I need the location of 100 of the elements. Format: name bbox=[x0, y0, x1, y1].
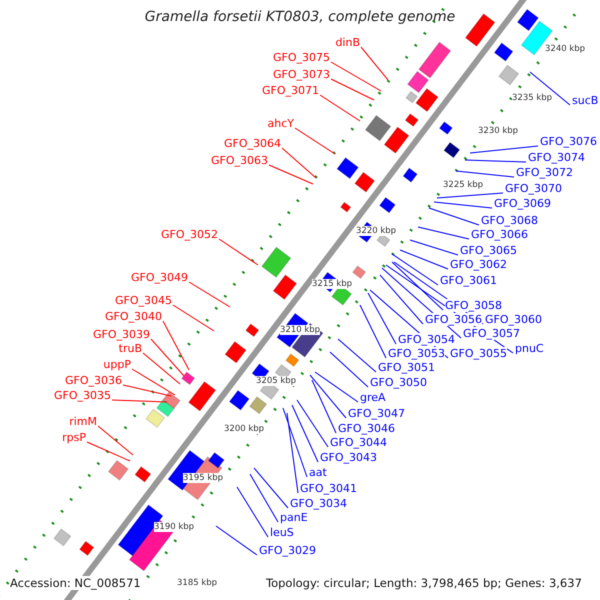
gene-label: dinB bbox=[335, 36, 360, 49]
leader-line bbox=[188, 282, 230, 308]
leader-line bbox=[292, 404, 318, 462]
scale-label: 3210 kbp bbox=[280, 325, 320, 335]
gene-label: GFO_3064 bbox=[224, 137, 281, 150]
gene-label: ahcY bbox=[268, 117, 294, 130]
gene-label: GFO_3056 bbox=[425, 313, 482, 326]
title: Gramella forsetii KT0803, complete genome bbox=[144, 9, 456, 25]
leader-line bbox=[250, 474, 278, 522]
leader-line bbox=[132, 368, 176, 396]
leader-line bbox=[268, 164, 314, 184]
leader-line bbox=[360, 46, 388, 80]
gene-label: GFO_3068 bbox=[481, 214, 538, 227]
leader-line bbox=[310, 374, 346, 418]
scale-label: 3220 kbp bbox=[356, 226, 396, 236]
gene-label: sucB bbox=[572, 94, 598, 107]
gene-label: GFO_3066 bbox=[471, 228, 528, 241]
leader-line bbox=[470, 146, 538, 154]
scale-label: 3205 kbp bbox=[256, 376, 296, 386]
gene-label: GFO_3052 bbox=[160, 228, 218, 241]
leader-line bbox=[254, 468, 288, 508]
gene-label: panE bbox=[280, 511, 308, 524]
leader-line bbox=[418, 226, 470, 240]
leader-line bbox=[392, 262, 444, 310]
gene-label: GFO_3049 bbox=[130, 271, 188, 284]
gene-label: GFO_3065 bbox=[460, 244, 518, 257]
gene-label: GFO_3069 bbox=[494, 197, 552, 210]
gene-label: GFO_3041 bbox=[300, 482, 358, 495]
leader-line bbox=[282, 148, 316, 178]
footer-text: Accession: NC_008571 bbox=[10, 576, 141, 590]
leader-line bbox=[142, 352, 180, 384]
leader-line bbox=[530, 72, 570, 106]
gene-label: GFO_3050 bbox=[370, 376, 428, 389]
gene-label: leuS bbox=[270, 526, 294, 539]
leader-line bbox=[98, 426, 134, 456]
scale-label: 3235 kbp bbox=[512, 93, 552, 103]
leader-line bbox=[330, 62, 382, 92]
gene-label: GFO_3057 bbox=[463, 327, 520, 340]
leader-line bbox=[330, 78, 374, 100]
leader-line bbox=[320, 94, 360, 122]
leader-line bbox=[294, 128, 336, 154]
gene-label: GFO_3072 bbox=[516, 166, 574, 179]
leader-line bbox=[380, 274, 424, 324]
gene-label: GFO_3071 bbox=[262, 84, 319, 97]
gene-label: GFO_3073 bbox=[272, 68, 330, 81]
gene-label: GFO_3061 bbox=[440, 274, 498, 287]
scale-label: 3230 kbp bbox=[478, 126, 518, 136]
scale-label: 3185 kbp bbox=[177, 578, 218, 588]
gene-label: GFO_3074 bbox=[528, 151, 586, 164]
gene-label: GFO_3075 bbox=[272, 51, 330, 64]
leader-line bbox=[456, 170, 514, 178]
leader-line bbox=[296, 400, 328, 448]
leader-line bbox=[434, 202, 492, 208]
leader-line bbox=[282, 408, 308, 478]
gene-label: GFO_3051 bbox=[378, 361, 436, 374]
gene-label: pnuC bbox=[515, 342, 544, 355]
gene-label: GFO_3070 bbox=[505, 182, 562, 195]
gene-label: GFO_3046 bbox=[338, 422, 396, 435]
leader-line bbox=[428, 208, 480, 226]
gene-label: GFO_3058 bbox=[445, 299, 502, 312]
gene-label: GFO_3076 bbox=[540, 135, 598, 148]
gene-label: GFO_3040 bbox=[104, 310, 162, 323]
leader-line bbox=[338, 338, 376, 372]
scale-label: 3190 kbp bbox=[154, 522, 194, 532]
gene-label: truB bbox=[118, 342, 142, 355]
scale-label: 3195 kbp bbox=[183, 473, 224, 483]
leader-line bbox=[368, 292, 396, 344]
leader-line bbox=[410, 240, 458, 256]
leader-line bbox=[360, 304, 386, 358]
gene-label: GFO_3044 bbox=[330, 436, 388, 449]
leader-line bbox=[172, 304, 214, 332]
leader-line bbox=[330, 352, 368, 388]
leader-line bbox=[216, 526, 258, 556]
gene-label: GFO_3045 bbox=[114, 294, 172, 307]
scale-label: 3215 kbp bbox=[312, 279, 352, 289]
gene-label: GFO_3039 bbox=[92, 328, 150, 341]
scale-label: 3225 kbp bbox=[443, 180, 484, 190]
leader-line bbox=[150, 338, 184, 376]
leader-line bbox=[162, 320, 190, 370]
leader-line bbox=[286, 412, 298, 494]
gene-label: GFO_3063 bbox=[210, 154, 268, 167]
scale-label: 3200 kbp bbox=[224, 424, 264, 434]
scale-label: 3240 kbp bbox=[545, 44, 586, 54]
gene-label: GFO_3035 bbox=[54, 389, 111, 402]
leader-line bbox=[86, 442, 130, 462]
gene-label: GFO_3054 bbox=[398, 333, 456, 346]
leader-line bbox=[464, 160, 526, 162]
leader-line bbox=[392, 254, 438, 286]
gene-label: GFO_3055 bbox=[450, 347, 508, 360]
leader-line bbox=[314, 372, 358, 402]
leader-line bbox=[436, 192, 504, 198]
gene-label: rpsP bbox=[62, 431, 86, 444]
gene-label: GFO_3062 bbox=[450, 258, 508, 271]
leader-line bbox=[218, 238, 258, 266]
gene-label: GFO_3053 bbox=[388, 347, 446, 360]
gene-label: GFO_3034 bbox=[290, 497, 348, 510]
leader-line bbox=[312, 380, 336, 434]
gene-label: rimM bbox=[69, 415, 97, 428]
gene-label: GFO_3043 bbox=[320, 451, 378, 464]
leader-line bbox=[236, 486, 268, 538]
